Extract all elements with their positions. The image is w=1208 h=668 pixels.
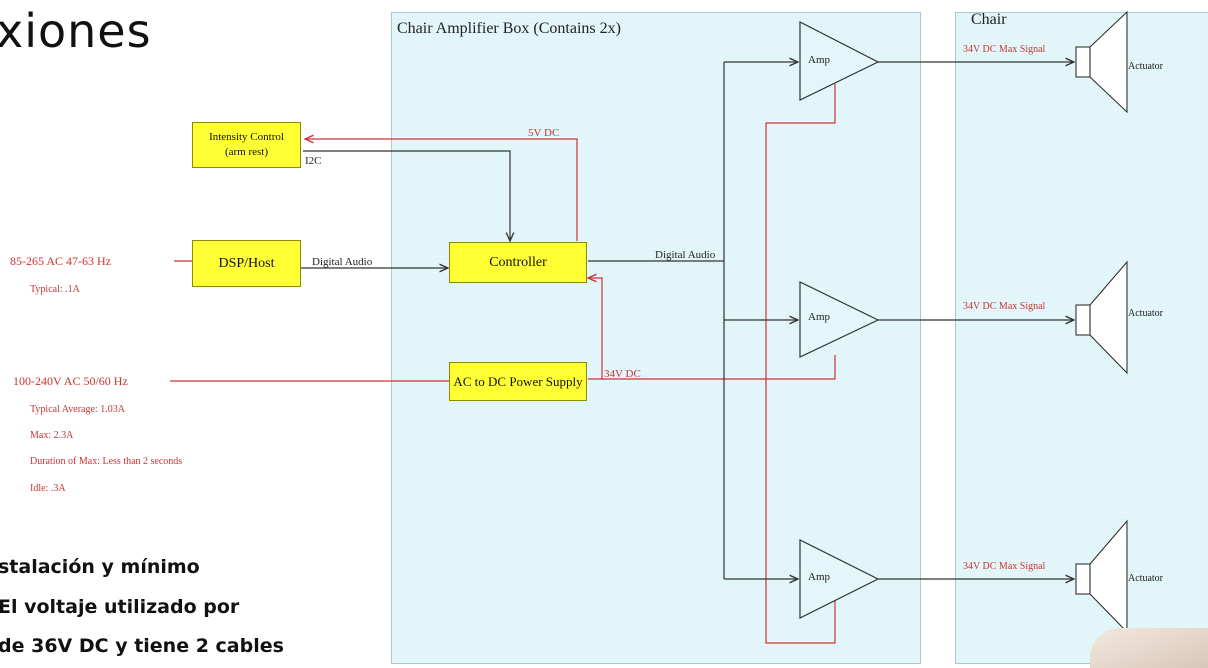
i2c-line: [303, 150, 510, 241]
amp-3-label: Amp: [808, 571, 830, 583]
slide-body-line-3: de 36V DC y tiene 2 cables: [0, 635, 284, 657]
psu-duration-of-max: Duration of Max: Less than 2 seconds: [30, 456, 183, 467]
amp-1-label: Amp: [808, 54, 830, 66]
controller-label: Controller: [489, 254, 547, 270]
34v-dc-to-controller-line: [588, 278, 603, 380]
intensity-control-sublabel: (arm rest): [224, 146, 269, 158]
host-power-spec: 85-265 AC 47-63 Hz: [10, 254, 111, 268]
signal-label-2: 34V DC Max Signal: [963, 301, 1046, 312]
actuator-2-speaker-icon: [1075, 260, 1128, 375]
slide-title: xiones: [0, 4, 152, 58]
psu-typical-average: Typical Average: 1.03A: [30, 404, 125, 415]
34v-dc-label: 34V DC: [604, 368, 641, 380]
i2c-label: I2C: [305, 155, 322, 167]
controller-block: Controller: [449, 242, 587, 283]
34v-dc-bus-line: [602, 355, 836, 380]
chair-region: [955, 12, 1208, 664]
chair-title: Chair: [971, 11, 1007, 28]
host-power-typical: Typical: .1A: [30, 284, 80, 295]
signal-label-3: 34V DC Max Signal: [963, 561, 1046, 572]
amp-3-triangle: [799, 539, 880, 619]
corner-image-fragment: [1090, 628, 1208, 668]
actuator-3-label: Actuator: [1128, 573, 1163, 584]
5v-dc-label: 5V DC: [528, 127, 560, 139]
actuator-1-label: Actuator: [1128, 61, 1163, 72]
amp-2-label: Amp: [808, 311, 830, 323]
intensity-control-block: Intensity Control (arm rest): [192, 122, 301, 168]
signal-label-1: 34V DC Max Signal: [963, 44, 1046, 55]
slide-body-line-2: El voltaje utilizado por: [0, 596, 240, 618]
psu-max: Max: 2.3A: [30, 430, 74, 441]
dsp-host-block: DSP/Host: [192, 240, 301, 287]
psu-idle: Idle: .3A: [30, 483, 66, 494]
digital-audio-out-label: Digital Audio: [655, 249, 716, 261]
psu-power-spec: 100-240V AC 50/60 Hz: [13, 374, 128, 388]
power-supply-block: AC to DC Power Supply: [449, 362, 587, 401]
dsp-host-label: DSP/Host: [218, 255, 275, 271]
digital-audio-in-label: Digital Audio: [312, 256, 373, 268]
amplifier-box-title: Chair Amplifier Box (Contains 2x): [397, 20, 621, 37]
amp-2-triangle: [799, 281, 880, 358]
5v-dc-line: [305, 139, 578, 241]
actuator-1-speaker-icon: [1075, 10, 1128, 114]
power-supply-label: AC to DC Power Supply: [453, 373, 583, 389]
actuator-3-speaker-icon: [1075, 519, 1128, 634]
actuator-2-label: Actuator: [1128, 308, 1163, 319]
34v-dc-amp-feed-line: [765, 84, 836, 644]
amp-1-triangle: [799, 21, 880, 101]
slide-body-line-1: stalación y mínimo: [0, 556, 200, 578]
intensity-control-label: Intensity Control: [209, 131, 284, 144]
